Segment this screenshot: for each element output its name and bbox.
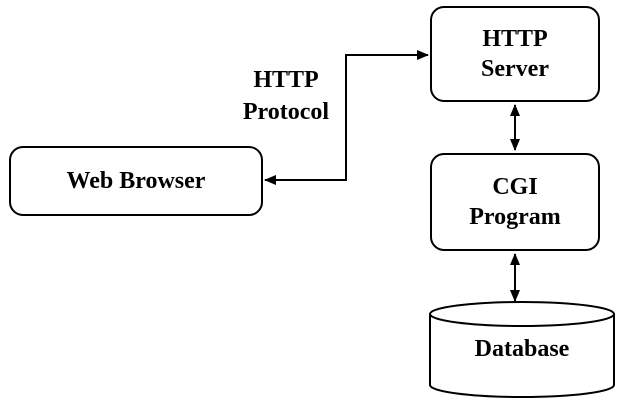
http-server-node: HTTP Server <box>430 6 600 102</box>
cgi-program-label: CGI Program <box>469 174 561 230</box>
http-server-label: HTTP Server <box>481 26 549 82</box>
web-browser-label: Web Browser <box>66 168 206 194</box>
web-browser-node: Web Browser <box>9 146 263 216</box>
http-protocol-connector <box>264 50 429 185</box>
http-protocol-label: HTTP Protocol <box>242 67 330 125</box>
database-label: Database <box>474 336 570 362</box>
cgi-program-node: CGI Program <box>430 153 600 251</box>
database-cylinder <box>429 301 615 398</box>
